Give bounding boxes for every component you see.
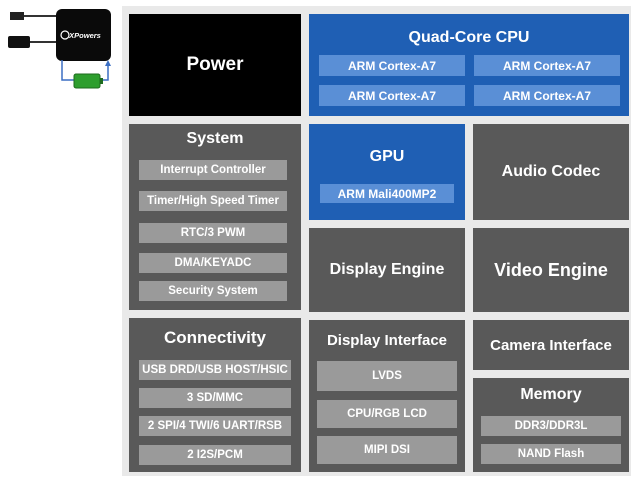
display-interface-item: CPU/RGB LCD — [317, 400, 457, 428]
memory-title: Memory — [520, 386, 582, 403]
system-item: DMA/KEYADC — [139, 253, 287, 273]
audio-codec-title: Audio Codec — [501, 163, 601, 180]
display-interface-title: Display Interface — [326, 332, 448, 349]
power-illustration: XPowers — [8, 9, 111, 89]
system-item: RTC/3 PWM — [139, 223, 287, 243]
gpu-title: GPU — [369, 148, 405, 165]
system-title: System — [186, 130, 244, 147]
video-engine-title: Video Engine — [494, 259, 608, 280]
display-engine-title: Display Engine — [329, 261, 445, 278]
video-engine-block: Video Engine — [473, 228, 629, 312]
memory-item: DDR3/DDR3L — [481, 416, 621, 436]
cpu-core: ARM Cortex-A7 — [319, 55, 465, 76]
system-item: Security System — [139, 281, 287, 301]
display-interface-item: MIPI DSI — [317, 436, 457, 464]
display-interface-item: LVDS — [317, 361, 457, 391]
system-block: System Interrupt Controller Timer/High S… — [129, 124, 301, 310]
power-title: Power — [186, 54, 244, 75]
connectivity-item: 2 SPI/4 TWI/6 UART/RSB — [139, 416, 291, 436]
usb-plug-icon — [10, 12, 24, 20]
display-interface-block: Display Interface LVDS CPU/RGB LCD MIPI … — [309, 320, 465, 472]
cpu-core: ARM Cortex-A7 — [319, 85, 465, 106]
arrowhead-icon — [105, 60, 111, 66]
cpu-core: ARM Cortex-A7 — [474, 55, 620, 76]
memory-item: NAND Flash — [481, 444, 621, 464]
battery-terminal-icon — [100, 78, 103, 84]
connectivity-item: 3 SD/MMC — [139, 388, 291, 408]
pmic-logo-icon — [60, 30, 70, 40]
cpu-core: ARM Cortex-A7 — [474, 85, 620, 106]
memory-block: Memory DDR3/DDR3L NAND Flash — [473, 378, 629, 472]
gpu-block: GPU ARM Mali400MP2 — [309, 124, 465, 220]
connectivity-item: USB DRD/USB HOST/HSIC — [139, 360, 291, 380]
connectivity-title: Connectivity — [163, 328, 267, 347]
audio-codec-block: Audio Codec — [473, 124, 629, 220]
pmic-logo-text: XPowers — [68, 31, 101, 40]
display-engine-block: Display Engine — [309, 228, 465, 312]
cpu-title: Quad-Core CPU — [408, 29, 530, 46]
camera-interface-title: Camera Interface — [490, 336, 612, 354]
power-block: Power — [129, 14, 301, 116]
system-item: Interrupt Controller — [139, 160, 287, 180]
pmic-chip-icon — [56, 9, 111, 61]
charge-arrow-icon — [61, 60, 74, 81]
connectivity-item: 2 I2S/PCM — [139, 445, 291, 465]
cpu-block: Quad-Core CPU ARM Cortex-A7 ARM Cortex-A… — [309, 14, 629, 116]
camera-interface-block: Camera Interface — [473, 320, 629, 370]
battery-icon — [73, 73, 101, 89]
connectivity-block: Connectivity USB DRD/USB HOST/HSIC 3 SD/… — [129, 318, 301, 472]
gpu-item: ARM Mali400MP2 — [320, 184, 454, 203]
dc-plug-icon — [8, 36, 30, 48]
system-item: Timer/High Speed Timer — [139, 191, 287, 211]
